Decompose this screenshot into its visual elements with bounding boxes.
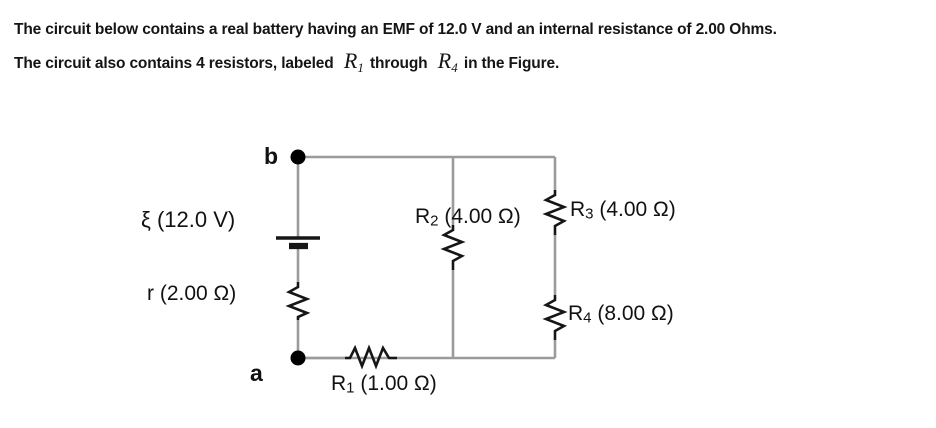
- r1-label-subscript: 1: [346, 379, 355, 397]
- statement-line-1: The circuit below contains a real batter…: [14, 21, 777, 38]
- r2-label-value: (4.00 Ω): [438, 205, 521, 228]
- statement-line-2: The circuit also contains 4 resistors, l…: [14, 45, 924, 83]
- resistor-zigzag-r2: [440, 225, 466, 270]
- battery-symbol: [276, 236, 320, 250]
- r4-label-value: (8.00 Ω): [591, 302, 674, 325]
- r3-label-value: (4.00 Ω): [593, 198, 676, 221]
- resistor-variable-r1-subscript: 1: [357, 59, 364, 75]
- r4-symbol: [542, 295, 568, 340]
- node-dot-b: [290, 149, 306, 165]
- resistor-zigzag-r4: [542, 295, 568, 340]
- r1-label: R1 (1.00 Ω): [331, 373, 437, 396]
- statement-line-2-part-3: in the Figure.: [459, 55, 560, 72]
- r1-label-base: R: [331, 372, 347, 395]
- r4-label-subscript: 4: [583, 309, 592, 327]
- r2-symbol: [440, 225, 466, 270]
- r1-label-value: (1.00 Ω): [354, 372, 437, 395]
- r1-symbol: [345, 344, 397, 370]
- r3-label-subscript: 3: [585, 205, 594, 223]
- internal-resistance-symbol: [285, 282, 311, 320]
- node-label-a: a: [250, 360, 263, 386]
- r2-label-base: R: [415, 205, 431, 228]
- resistor-variable-r4-subscript: 4: [451, 59, 458, 75]
- node-label-b: b: [264, 143, 279, 169]
- internal-resistance-label: r (2.00 Ω): [147, 282, 237, 305]
- r4-label: R4 (8.00 Ω): [568, 303, 674, 326]
- r4-label-base: R: [568, 302, 584, 325]
- resistor-zigzag-r3: [542, 190, 568, 235]
- statement-line-2-part-2: through: [365, 55, 436, 72]
- battery-emf-label: ξ (12.0 V): [141, 207, 236, 232]
- node-dot-a: [290, 350, 306, 366]
- r3-label-base: R: [570, 198, 586, 221]
- r3-label: R3 (4.00 Ω): [570, 199, 676, 222]
- problem-statement: The circuit below contains a real batter…: [14, 14, 924, 83]
- resistor-zigzag-r1: [345, 344, 397, 370]
- r2-label: R2 (4.00 Ω): [415, 206, 521, 229]
- statement-line-2-part-1: The circuit also contains 4 resistors, l…: [14, 55, 342, 72]
- resistor-variable-r4: R4: [436, 48, 460, 75]
- resistor-variable-r1-base: R: [343, 48, 358, 73]
- r2-label-subscript: 2: [430, 212, 439, 230]
- resistor-variable-r4-base: R: [437, 48, 452, 73]
- resistor-zigzag-r: [285, 282, 311, 320]
- r3-symbol: [542, 190, 568, 235]
- circuit-schematic-svg: [276, 149, 568, 370]
- circuit-diagram: b a ξ (12.0 V) r (2.00 Ω) R1 (1.00 Ω) R2…: [0, 96, 936, 428]
- resistor-variable-r1: R1: [342, 48, 366, 75]
